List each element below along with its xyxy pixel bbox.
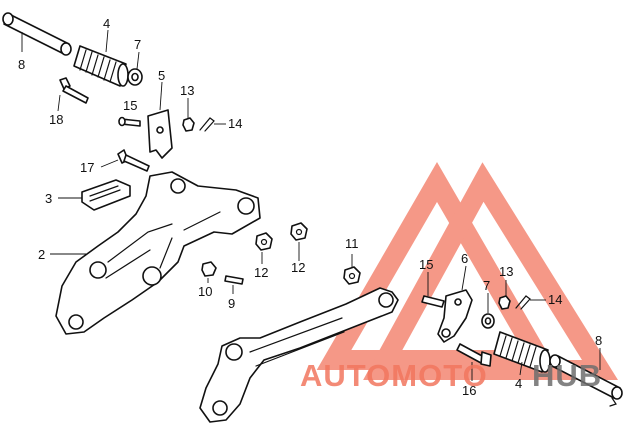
callout-18: 18 [49,112,63,127]
bolt-15-right [421,295,445,308]
callout-4-left: 4 [103,16,110,31]
callout-8-right: 8 [595,333,602,348]
callout-8-left: 8 [18,57,25,72]
pin-8-right [549,354,623,407]
callout-15-left: 15 [123,98,137,113]
bracket-5 [147,109,173,159]
callout-6: 6 [461,251,468,266]
callout-14-right: 14 [548,292,562,307]
callout-15-right: 15 [419,257,433,272]
callout-7-left: 7 [134,37,141,52]
bolt-18 [59,77,89,104]
callout-12-a: 12 [254,265,268,280]
callout-9: 9 [228,296,235,311]
washer-7-left [127,68,143,86]
callout-5: 5 [158,68,165,83]
callout-4-right: 4 [515,376,522,391]
cover-3 [81,179,131,211]
nut-12-b [290,222,308,241]
bolt-15-left [118,116,141,127]
cotter-pin-14-left [199,117,215,132]
svg-text:HUB: HUB [532,358,602,393]
callout-12-b: 12 [291,260,305,275]
callout-13-right: 13 [499,264,513,279]
watermark-text: AUTOMOTO HUB [300,358,602,393]
nut-13-left [182,117,195,132]
bracket-6 [437,289,473,343]
washer-7-right [481,313,495,329]
nut-12-a [255,232,273,251]
bolt-16 [456,343,492,367]
footpeg-rubber-4-left [73,45,129,87]
callout-16: 16 [462,383,476,398]
callout-11: 11 [345,236,359,251]
bolt-17 [117,149,150,172]
step-holder-2 [55,171,261,335]
callout-13-left: 13 [180,83,194,98]
callout-14-left: 14 [228,116,242,131]
screw-9 [224,275,244,285]
footpeg-rubber-4-right [493,331,551,373]
pin-8-left [2,12,72,56]
nut-11 [343,266,361,285]
callout-10: 10 [198,284,212,299]
watermark-logo [316,162,619,380]
nut-13-right [498,295,511,310]
callout-7-right: 7 [483,278,490,293]
callout-3: 3 [45,191,52,206]
callout-17: 17 [80,160,94,175]
nut-10 [201,261,217,277]
svg-text:AUTOMOTO: AUTOMOTO [300,358,488,393]
step-arm-right [199,287,399,423]
callout-2: 2 [38,247,45,262]
cotter-pin-14-right [515,295,531,310]
